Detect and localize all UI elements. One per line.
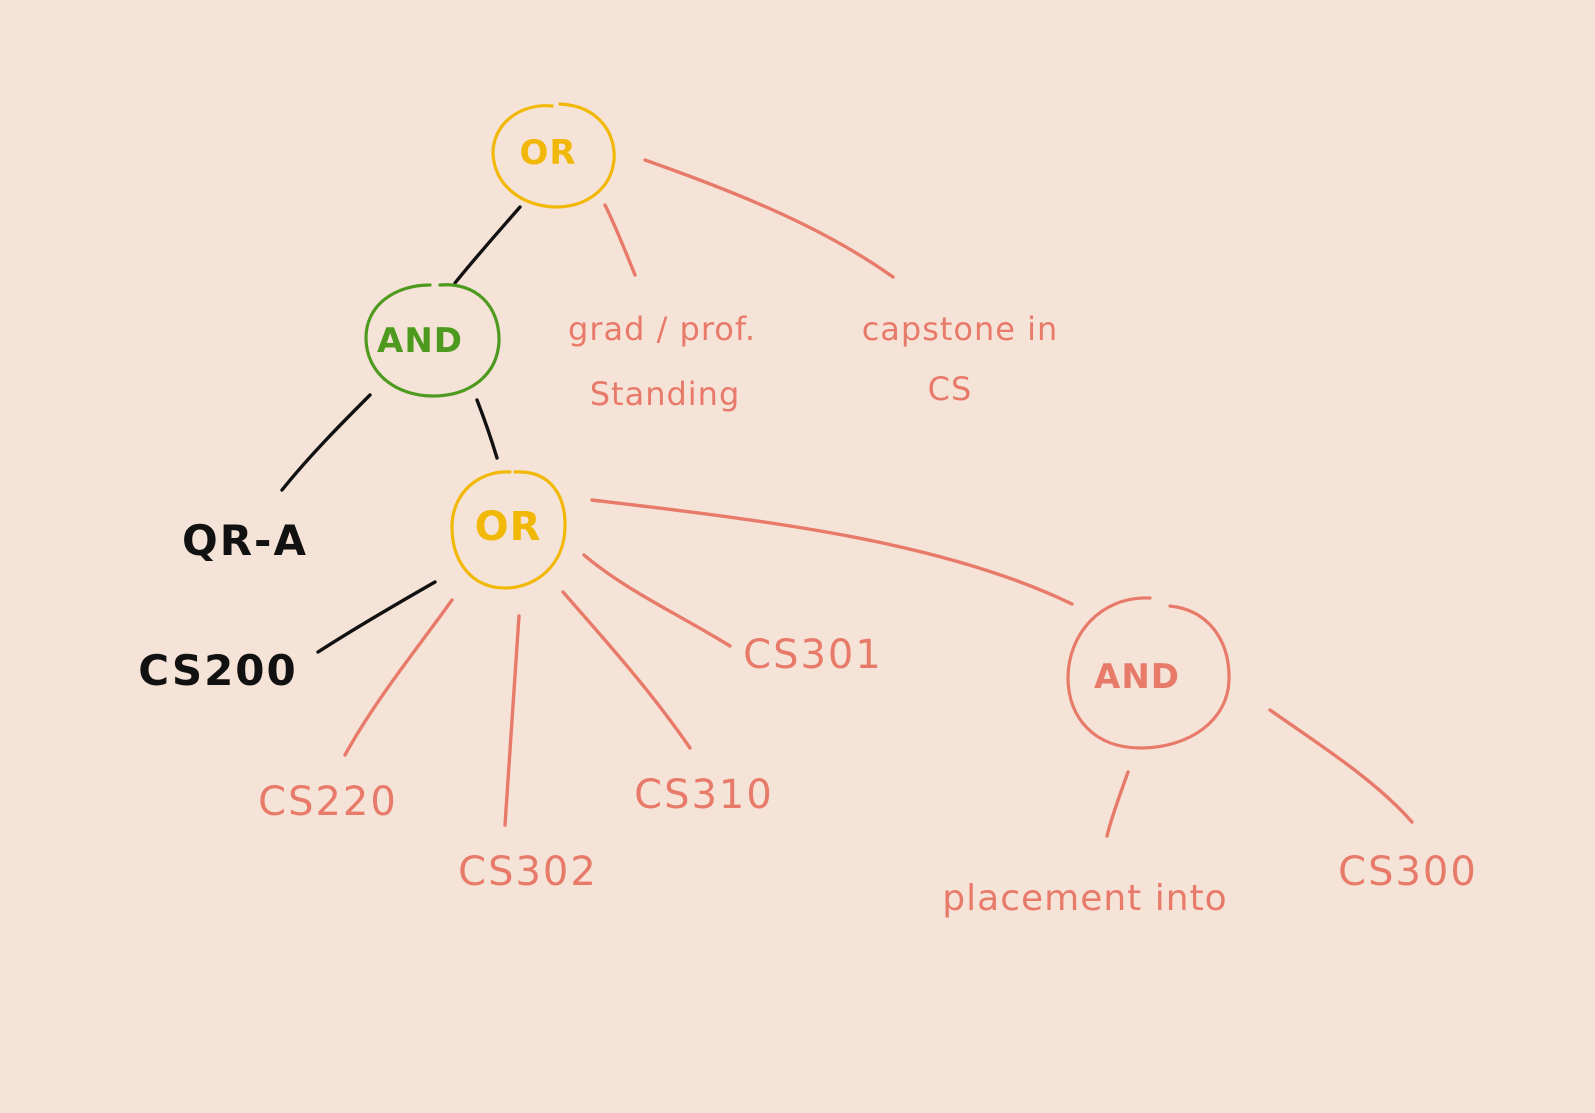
edge-and-to-qr-a	[280, 393, 372, 492]
edge-or-middle-to-cs220	[343, 598, 454, 757]
or-root-circle	[491, 102, 616, 209]
leaf-placement: placement into	[942, 878, 1227, 919]
or-middle-node: OR	[450, 470, 567, 590]
edge-or-root-to-capstone	[643, 158, 895, 279]
leaf-capstone-line2: CS	[928, 370, 973, 408]
leaf-capstone-line1: capstone in	[862, 310, 1059, 348]
or-middle-circle	[450, 470, 567, 590]
and-right-node: AND	[1066, 596, 1231, 750]
leaf-cs302: CS302	[458, 849, 598, 895]
edge-or-middle-to-cs301	[582, 553, 732, 648]
leaf-cs200: CS200	[138, 646, 298, 695]
edges	[280, 158, 1414, 838]
leaf-cs300: CS300	[1338, 849, 1478, 895]
or-root-label: OR	[519, 133, 576, 173]
and-right-label: AND	[1094, 657, 1180, 697]
and-left-circle	[364, 283, 501, 398]
edge-and-right-to-placement	[1105, 770, 1130, 838]
leaves: grad / prof. Standing capstone in CS QR-…	[138, 310, 1478, 919]
or-root-node: OR	[491, 102, 616, 209]
leaf-cs220: CS220	[258, 779, 398, 825]
edge-or-middle-to-cs310	[561, 590, 692, 750]
edge-and-right-to-cs300	[1268, 708, 1414, 824]
edge-or-middle-to-cs302	[503, 614, 521, 827]
and-left-label: AND	[377, 321, 463, 361]
edge-or-middle-to-cs200	[316, 580, 437, 654]
and-left-node: AND	[364, 283, 501, 398]
leaf-qr-a: QR-A	[182, 516, 308, 565]
nodes: OR AND OR AND	[364, 102, 1231, 750]
leaf-grad-standing-line1: grad / prof.	[568, 310, 756, 348]
leaf-cs301: CS301	[743, 632, 883, 678]
edge-or-root-to-grad-standing	[603, 203, 637, 277]
leaf-cs310: CS310	[634, 772, 774, 818]
and-right-circle	[1066, 596, 1231, 750]
edge-or-middle-to-and-right	[590, 498, 1074, 606]
or-middle-label: OR	[475, 504, 542, 550]
edge-or-root-to-and	[453, 205, 522, 285]
leaf-grad-standing-line2: Standing	[590, 375, 741, 413]
edge-and-to-or-middle	[475, 398, 499, 460]
